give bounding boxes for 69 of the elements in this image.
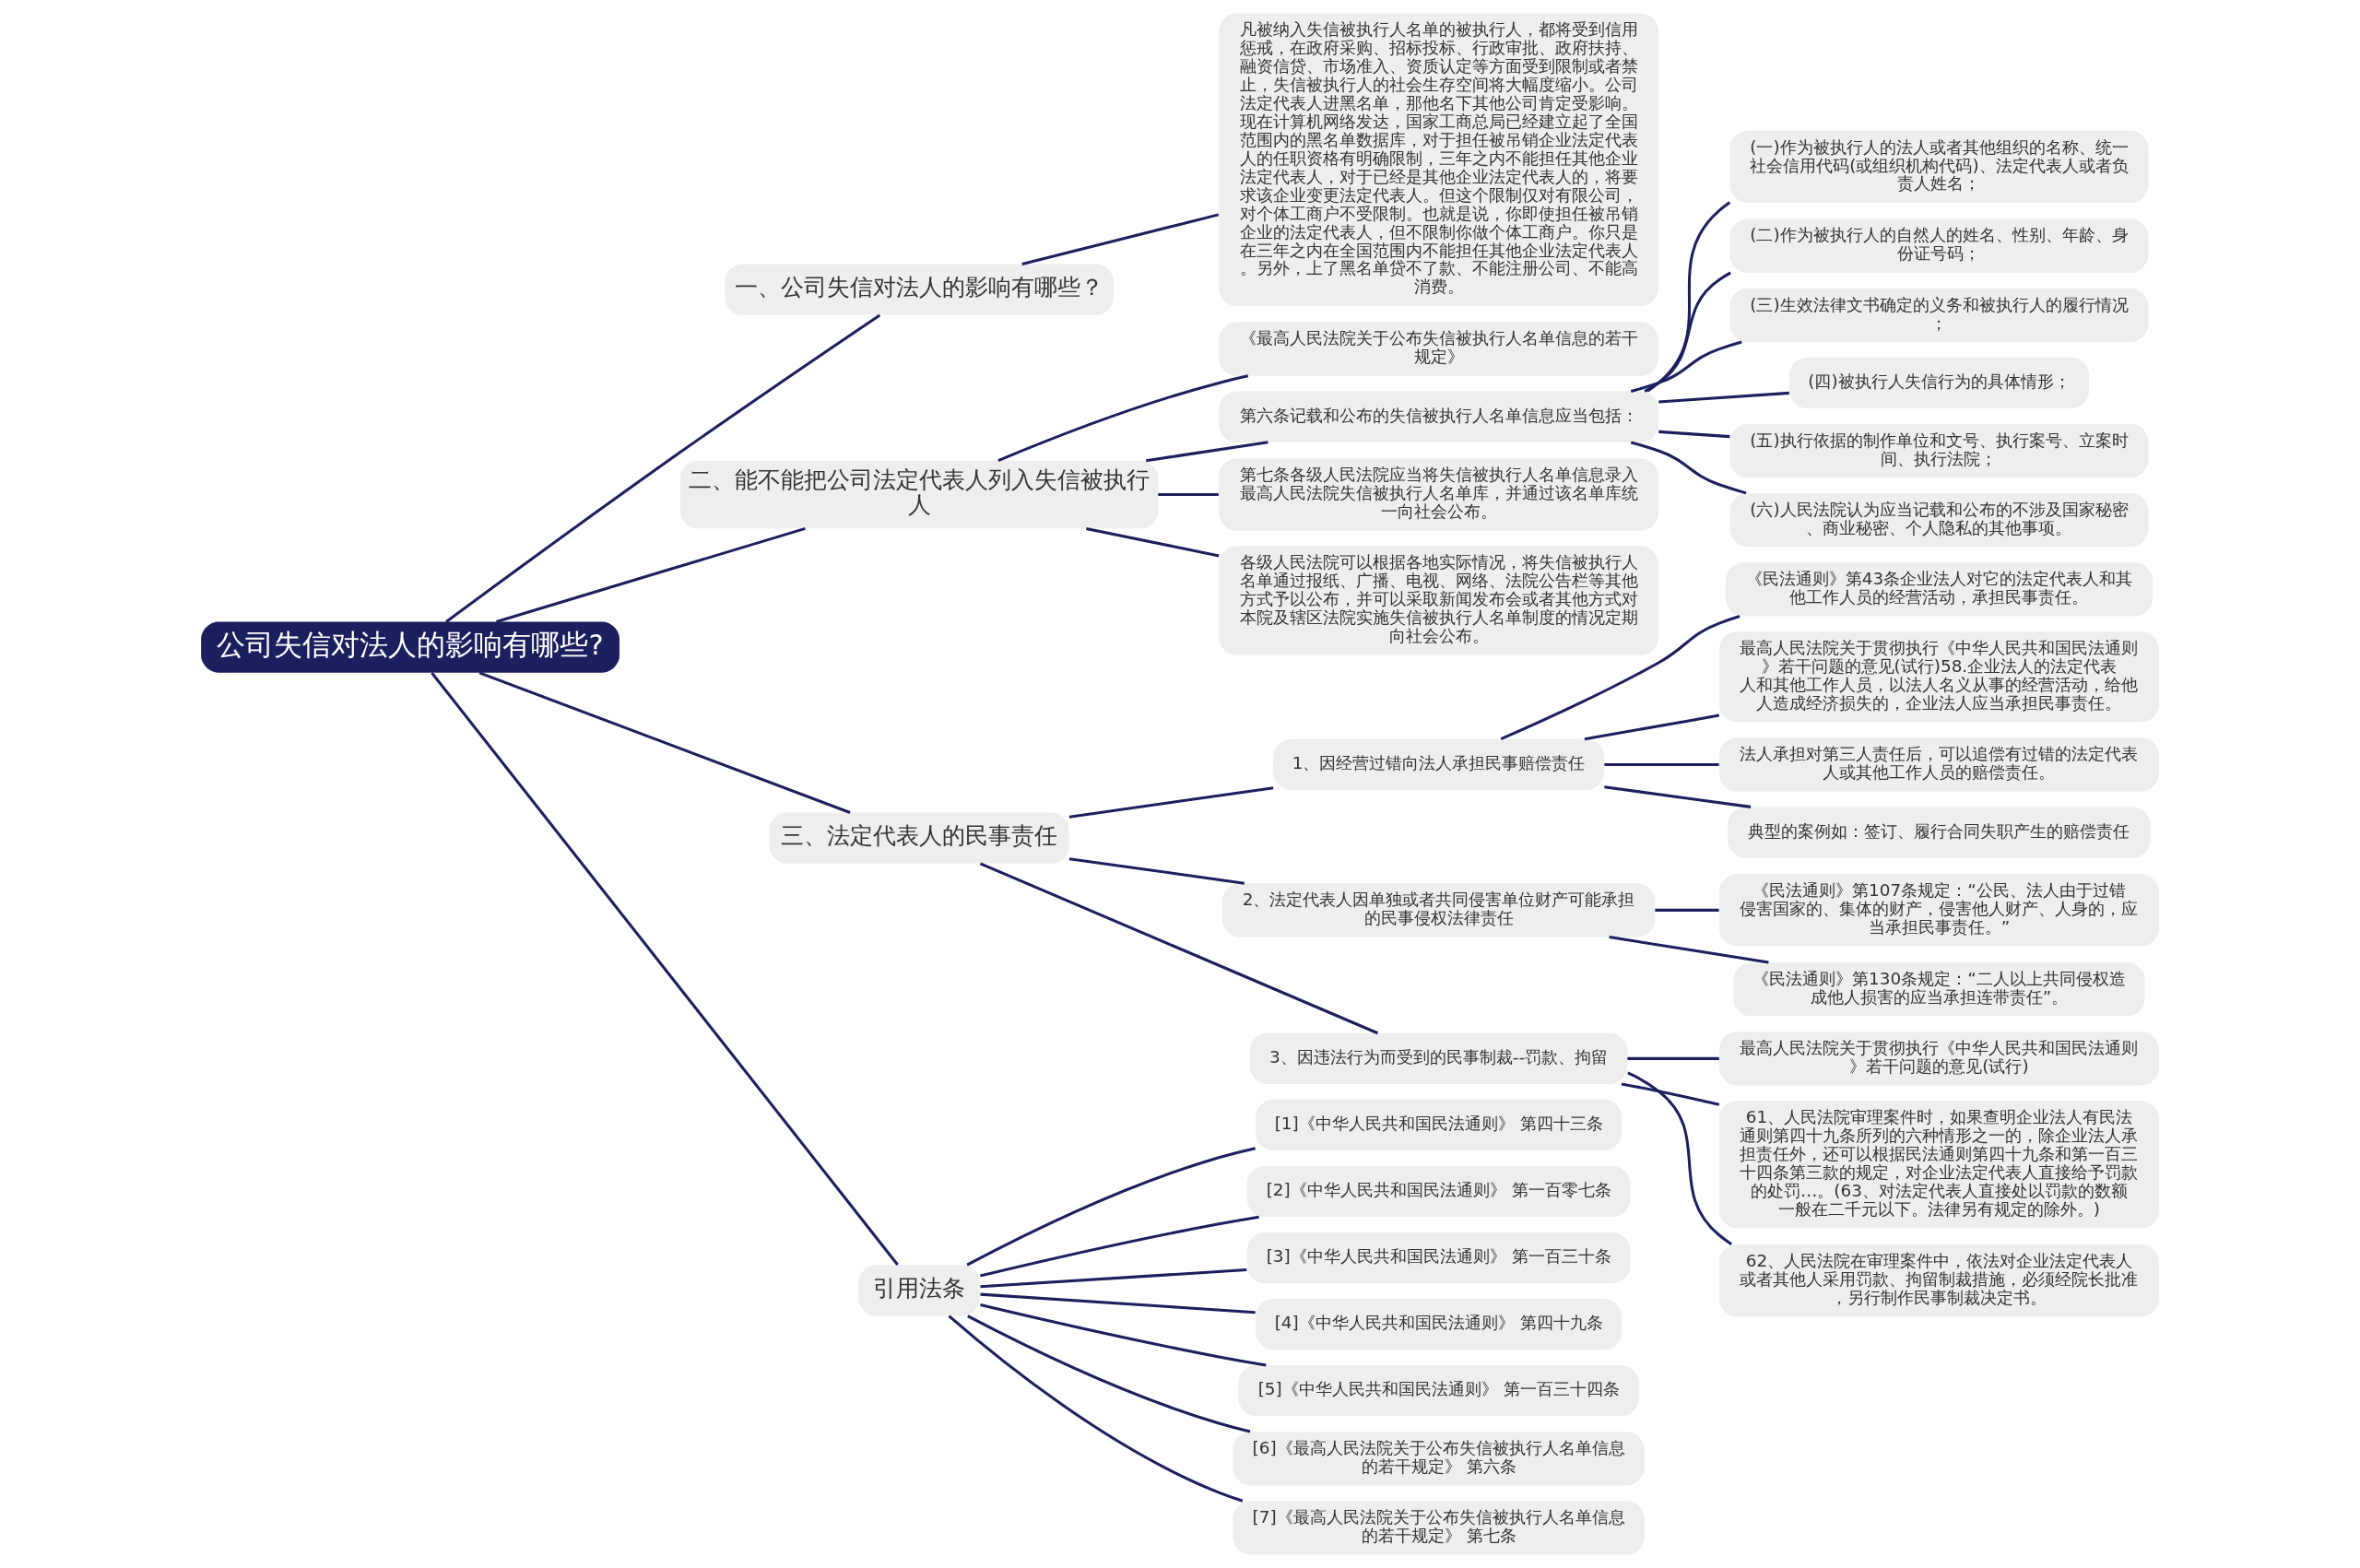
node-box: 3、因违法行为而受到的民事制裁--罚款、拘留 xyxy=(1249,1032,1628,1084)
connector xyxy=(1630,340,1742,393)
connector xyxy=(1584,713,1720,741)
connector xyxy=(1604,785,1752,808)
connector xyxy=(1609,936,1769,964)
connector xyxy=(966,1147,1257,1267)
node-box: [1]《中华人民共和国民法通则》 第四十三条 xyxy=(1256,1099,1622,1151)
connector xyxy=(478,671,851,814)
node-box: 2、法定代表人因单独或者共同侵害单位财产可能承担的民事侵权法律责任 xyxy=(1222,883,1656,937)
connector xyxy=(496,526,806,623)
connector xyxy=(1604,762,1719,766)
connector xyxy=(980,1303,1267,1367)
node-box: 一、公司失信对法人的影响有哪些？ xyxy=(725,264,1114,315)
node-box: 62、人民法院在审理案件中，依法对企业法定代表人或者其他人采用罚款、拘留制裁措施，必须经院长批准，另行制作民事制裁决定书。 xyxy=(1719,1244,2159,1317)
connector xyxy=(967,1315,1251,1433)
connector xyxy=(1158,493,1219,497)
node-box: 凡被纳入失信被执行人名单的被执行人，都将受到信用惩戒，在政府采购、招标投标、行政审批、政府扶持、融资信贷、市场准入、资质认定等方面受到限制或者禁止，失信被执行人的社会生存空间将大幅度缩小。公司法定代表人进黑名单，那他名下其他公司肯定受影响。现在计算机网络发达，国家工商总局已经建立起了全国范围内的黑名单数据库，对于担任被吊销企业法定代表人的任职资格有明确限制，三年之内不能担任其他企业法定代表人，对于已经是其他企业法定代表人的，将要求该企业变更法定代表人。但这个限制仅对有限公司，对个体工商户不受限制。也就是说，你即使担任被吊销企业的法定代表人，但不限制你做个体工商户。你只是在三年之内在全国范围内不能担任其他企业法定代表人。另外，上了黑名单贷不了款、不能注册公司、不能高消费。 xyxy=(1219,13,1659,306)
node-box: [2]《中华人民共和国民法通则》 第一百零七条 xyxy=(1246,1165,1631,1218)
node-box: 1、因经营过错向法人承担民事赔偿责任 xyxy=(1273,738,1604,790)
connector xyxy=(1500,614,1740,741)
node-box: 最高人民法院关于贯彻执行《中华人民共和国民法通则》若干问题的意见(试行) xyxy=(1719,1032,2159,1086)
connector xyxy=(997,374,1249,462)
node-box: (二)作为被执行人的自然人的姓名、性别、年龄、身份证号码； xyxy=(1729,218,2149,273)
connector xyxy=(1085,526,1220,558)
connector xyxy=(1021,213,1220,265)
node-box: 引用法条 xyxy=(858,1265,981,1316)
node-box: 法人承担对第三人责任后，可以追偿有过错的法定代表人或其他工作人员的赔偿责任。 xyxy=(1719,737,2159,792)
connector xyxy=(1658,391,1789,404)
connector xyxy=(431,672,899,1266)
connector xyxy=(1627,1071,1732,1246)
connector xyxy=(1644,271,1731,393)
connector xyxy=(980,1215,1259,1278)
node-box: [7]《最高人民法院关于公布失信被执行人名单信息的若干规定》 第七条 xyxy=(1233,1501,1645,1555)
connector xyxy=(1068,857,1245,885)
connector xyxy=(1658,430,1730,439)
node-box: 《民法通则》第107条规定：“公民、法人由于过错侵害国家的、集体的财产，侵害他人财产、人身的，应当承担民事责任。” xyxy=(1719,874,2159,947)
node-box: 各级人民法院可以根据各地实际情况，将失信被执行人名单通过报纸、广播、电视、网络、法院公告栏等其他方式予以公布，并可以采取新闻发布会或者其他方式对本院及辖区法院实施失信被执行人名单制度的情况定期向社会公布。 xyxy=(1219,546,1659,655)
node-box: 典型的案例如：签订、履行合同失职产生的赔偿责任 xyxy=(1728,807,2151,858)
node-box: (五)执行依据的制作单位和文号、执行案号、立案时间、执行法院； xyxy=(1729,423,2149,478)
node-box: (六)人民法院认为应当记载和公布的不涉及国家秘密、商业秘密、个人隐私的其他事项。 xyxy=(1729,493,2149,548)
connector xyxy=(1146,441,1268,463)
connector xyxy=(980,1268,1247,1289)
node-box: (一)作为被执行人的法人或者其他组织的名称、统一社会信用代码(或组织机构代码)、法定代表人或者负责人姓名； xyxy=(1729,130,2149,203)
connector xyxy=(979,862,1378,1035)
connector xyxy=(1068,786,1274,819)
node-box: [3]《中华人民共和国民法通则》 第一百三十条 xyxy=(1246,1232,1631,1284)
connector xyxy=(1646,201,1731,393)
node-box: 三、法定代表人的民事责任 xyxy=(769,812,1069,864)
node-box: [4]《中华人民共和国民法通则》 第四十九条 xyxy=(1256,1299,1622,1350)
connector xyxy=(1627,1056,1719,1060)
connector xyxy=(948,1315,1244,1503)
node-box: 《最高人民法院关于公布失信被执行人名单信息的若干规定》 xyxy=(1219,322,1659,376)
node-box: 《民法通则》第43条企业法人对它的法定代表人和其他工作人员的经营活动，承担民事责任。 xyxy=(1725,562,2153,617)
node-box: 公司失信对法人的影响有哪些? xyxy=(201,621,620,673)
node-box: [6]《最高人民法院关于公布失信被执行人名单信息的若干规定》 第六条 xyxy=(1233,1432,1645,1486)
connector xyxy=(980,1292,1256,1315)
node-box: 二、能不能把公司法定代表人列入失信被执行人 xyxy=(679,460,1159,529)
node-box: 《民法通则》第130条规定：“二人以上共同侵权造成他人损害的应当承担连带责任”。 xyxy=(1733,962,2145,1017)
node-box: 61、人民法院审理案件时，如果查明企业法人有民法通则第四十九条所列的六种情形之一的，除企业法人承担责任外，还可以根据民法通则第四十九条和第一百三十四条第三款的规定，对企业法定代表人直接给予罚款的处罚…。(63、对法定代表人直接处以罚款的数额一般在二千元以下。法律另有规定的除外。) xyxy=(1719,1101,2159,1229)
node-box: [5]《中华人民共和国民法通则》 第一百三十四条 xyxy=(1238,1365,1639,1417)
node-box: 第七条各级人民法院应当将失信被执行人名单信息录入最高人民法院失信被执行人名单库，并通过该名单库统一向社会公布。 xyxy=(1219,458,1659,531)
connector xyxy=(1621,1082,1720,1106)
node-box: 最高人民法院关于贯彻执行《中华人民共和国民法通则》若干问题的意见(试行)58.企业法人的法定代表人和其他工作人员，以法人名义从事的经营活动，给他人造成经济损失的，企业法人应当承担民事责任。 xyxy=(1719,631,2159,723)
node-box: (三)生效法律文书确定的义务和被执行人的履行情况； xyxy=(1729,288,2149,342)
node-box: (四)被执行人失信行为的具体情形； xyxy=(1788,357,2089,408)
connector xyxy=(1655,908,1719,912)
connector xyxy=(445,313,881,623)
connector xyxy=(1630,441,1747,495)
node-box: 第六条记载和公布的失信被执行人名单信息应当包括： xyxy=(1219,391,1659,442)
